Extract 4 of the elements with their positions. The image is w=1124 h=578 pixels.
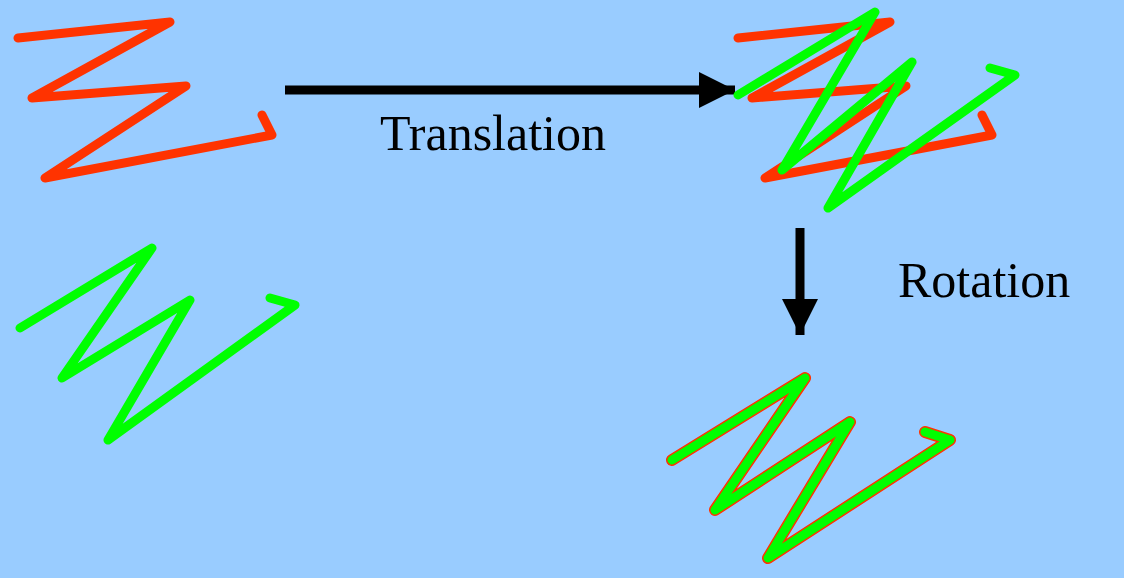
- edge-label: Rotation: [898, 255, 1071, 305]
- arrow: [782, 228, 818, 335]
- arrow: [285, 72, 735, 108]
- edge-label: Translation: [380, 108, 606, 158]
